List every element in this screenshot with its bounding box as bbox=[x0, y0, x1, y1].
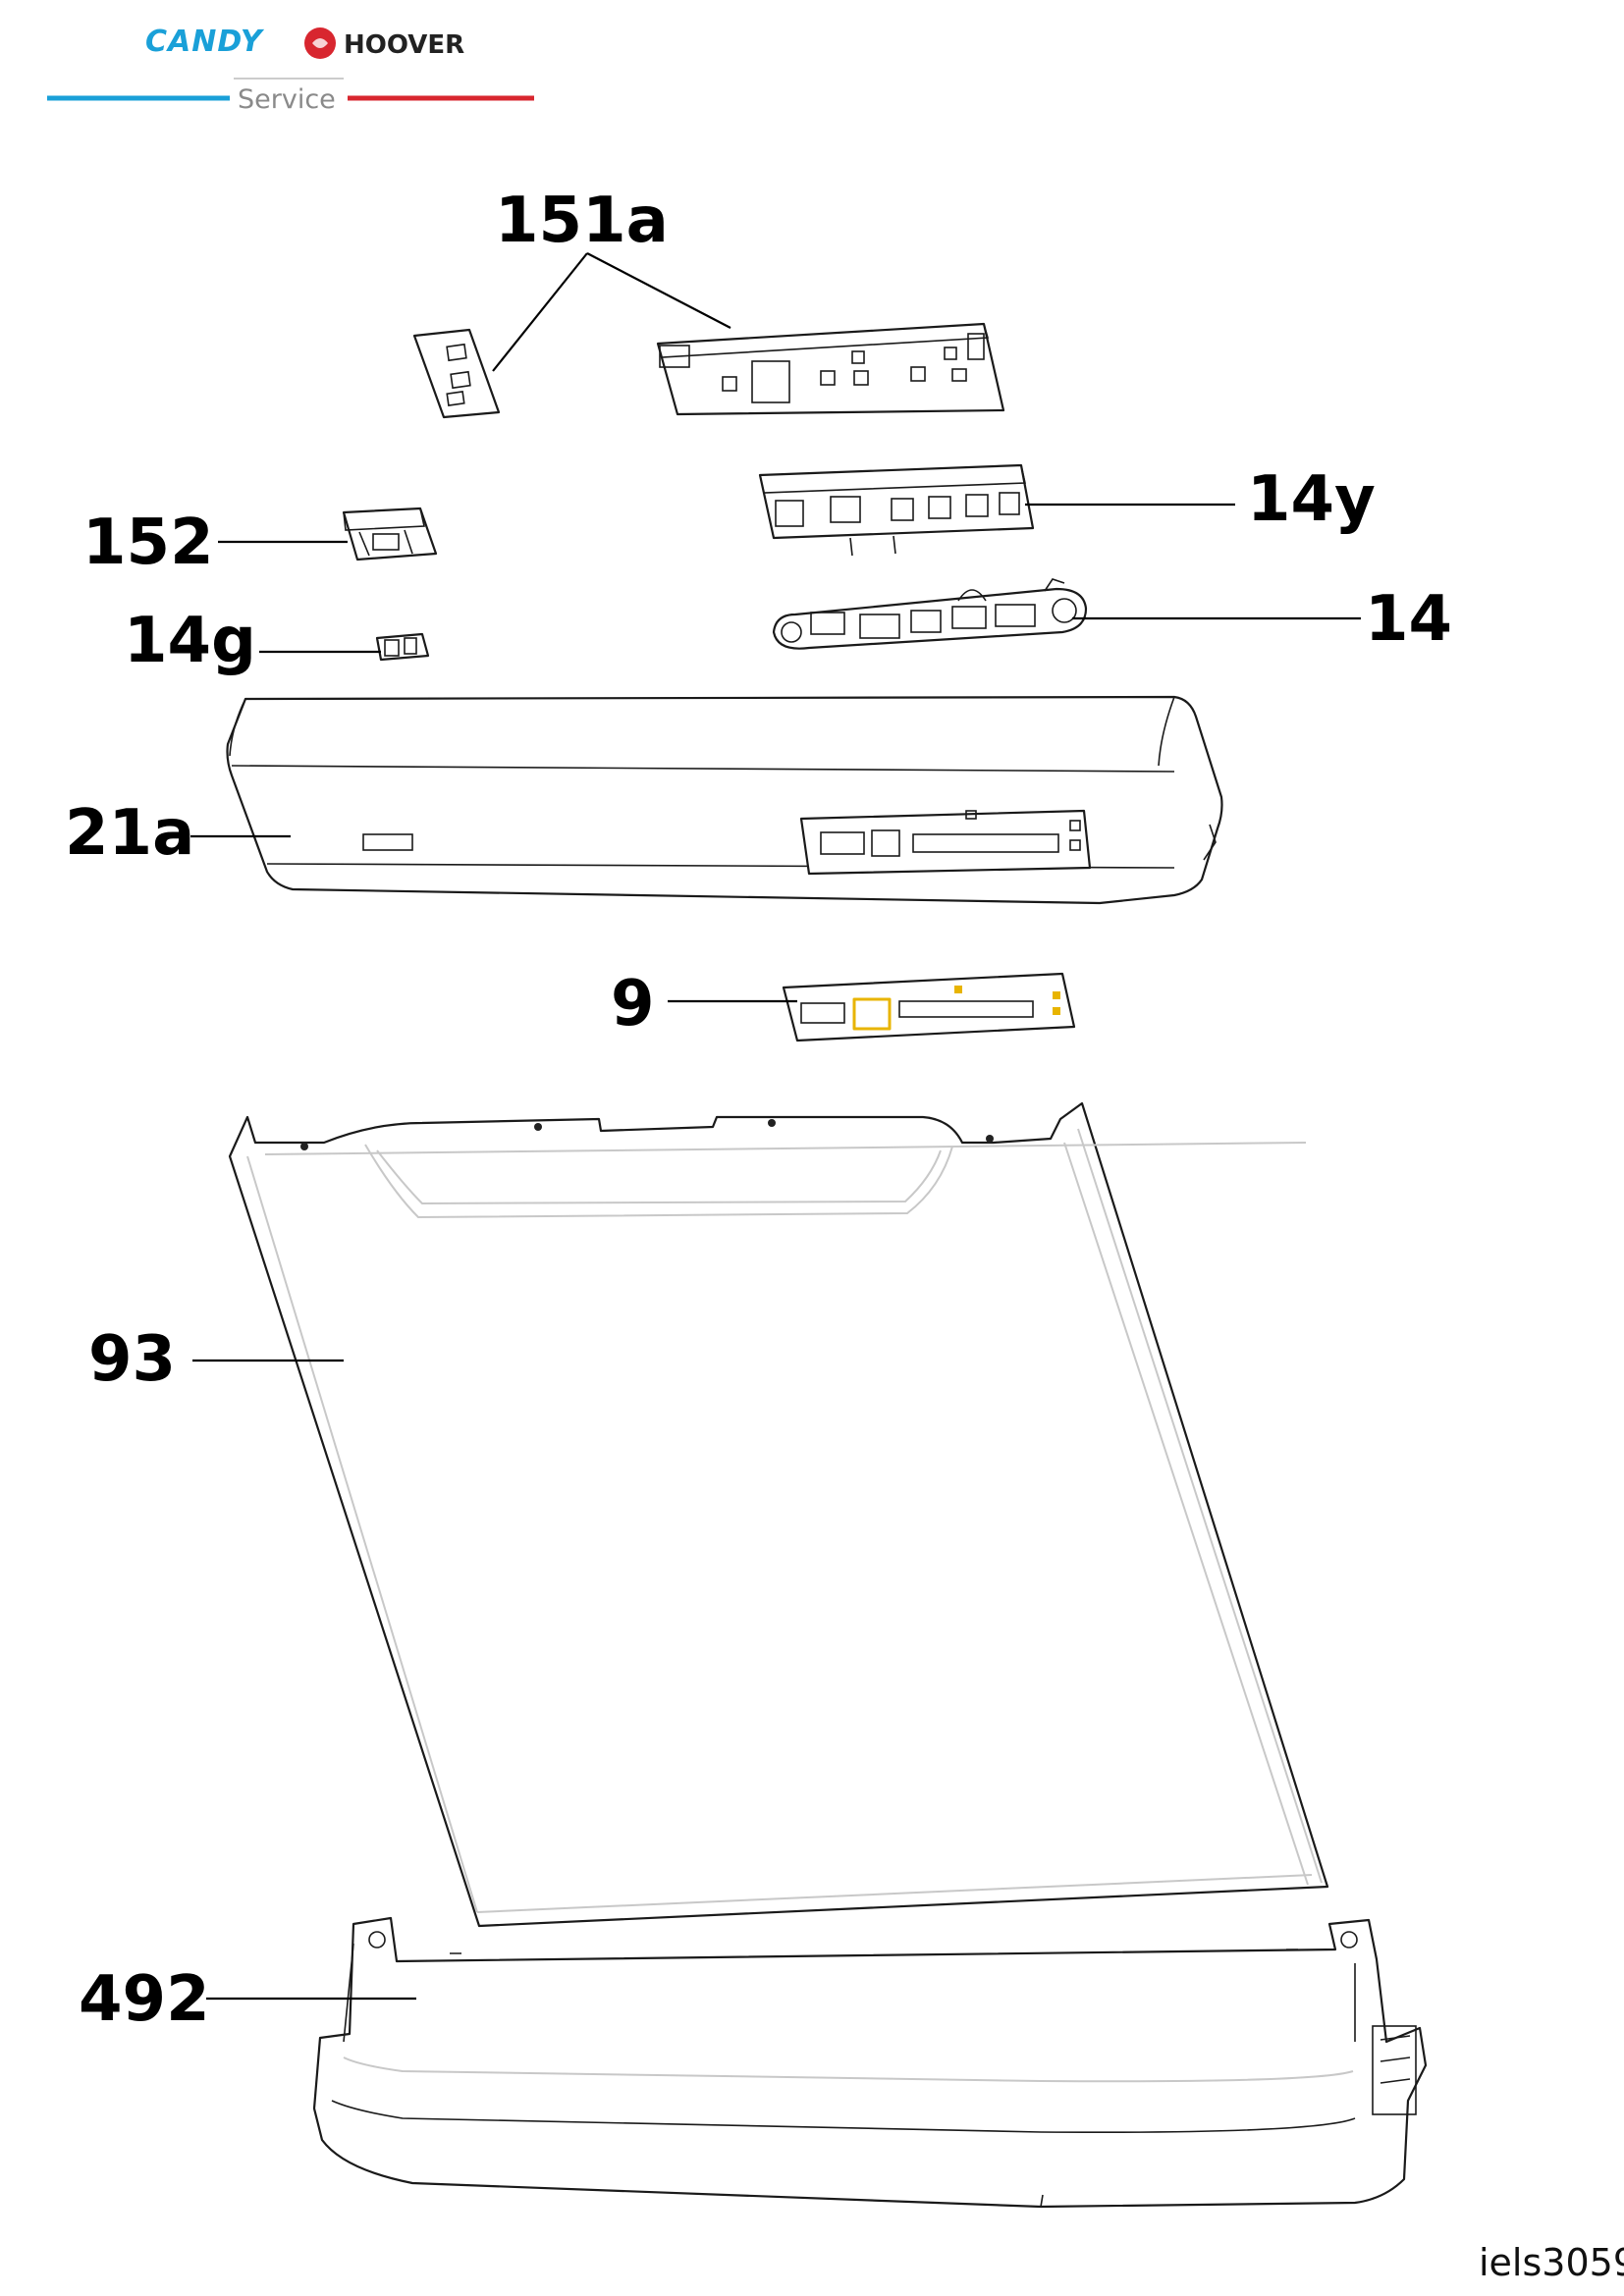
part-14y-button-carrier bbox=[758, 463, 1035, 557]
leader-151a-small bbox=[492, 252, 588, 372]
brand-hoover: HOOVER bbox=[344, 30, 464, 60]
callout-492: 492 bbox=[79, 1963, 210, 2036]
leader-lines bbox=[190, 252, 1361, 2001]
drawing-code: iels3059 bbox=[1479, 2241, 1624, 2284]
part-492-bottom-frame bbox=[312, 1916, 1428, 2209]
callout-21a: 21a bbox=[65, 797, 194, 870]
hoover-logo-icon bbox=[304, 27, 336, 59]
part-93-door-panel bbox=[228, 1101, 1329, 1928]
part-14-switch-support bbox=[772, 578, 1088, 650]
callout-labels: 151a 152 14y 14g 14 21a 9 93 492 bbox=[65, 185, 1452, 2036]
part-21a-control-panel bbox=[226, 695, 1223, 905]
callout-14: 14 bbox=[1365, 583, 1452, 656]
part-151a-small-board bbox=[412, 328, 501, 419]
brand-header: CANDY HOOVER Service bbox=[47, 25, 534, 115]
brand-service: Service bbox=[238, 84, 336, 115]
callout-9: 9 bbox=[611, 968, 655, 1041]
part-9-display-board bbox=[782, 972, 1076, 1042]
leader-151a-long bbox=[586, 252, 731, 329]
callout-14y: 14y bbox=[1247, 463, 1376, 536]
callout-93: 93 bbox=[88, 1323, 176, 1396]
callout-152: 152 bbox=[82, 507, 214, 579]
part-151a-long-board bbox=[656, 322, 1005, 416]
brand-candy: CANDY bbox=[145, 25, 265, 59]
callout-14g: 14g bbox=[124, 605, 256, 677]
callout-151a: 151a bbox=[495, 185, 669, 257]
part-14g-button bbox=[375, 632, 430, 662]
part-152-housing bbox=[342, 507, 438, 561]
